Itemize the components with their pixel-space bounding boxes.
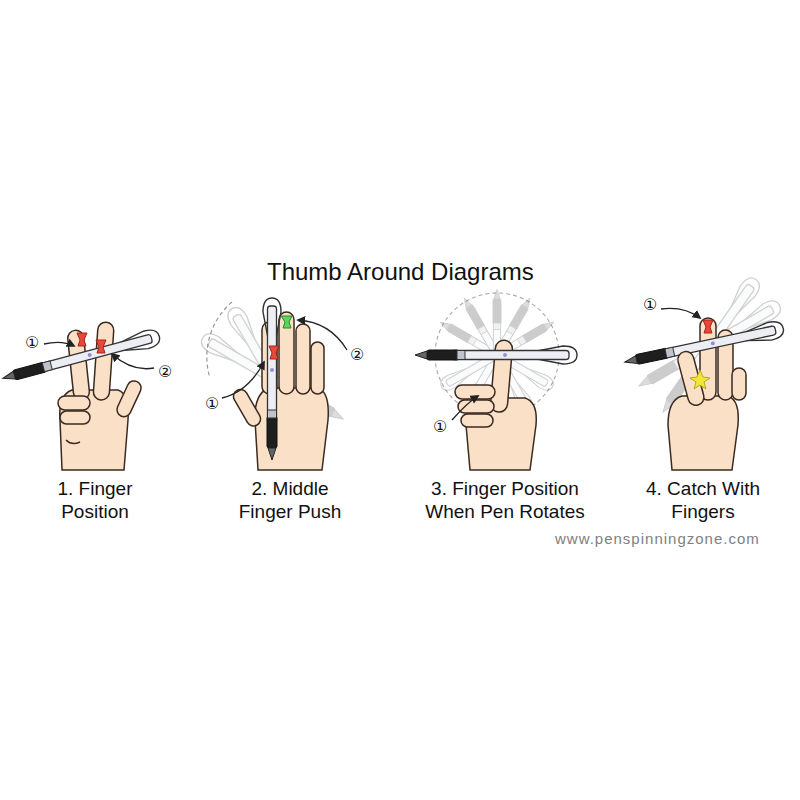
leader-arrow: [661, 308, 700, 318]
callout-number: ②: [158, 364, 172, 380]
hand-panel-2: [311, 342, 324, 394]
step-caption: 4. Catch With Fingers: [633, 478, 773, 524]
finger-marker: [703, 320, 713, 333]
hand-panel-1: [60, 411, 90, 424]
hand-panel-1: [58, 396, 90, 410]
hand-panel-4: [732, 368, 746, 400]
step-caption: 3. Finger Position When Pen Rotates: [405, 478, 605, 524]
diagram-title: Thumb Around Diagrams: [267, 258, 534, 286]
finger-marker: [96, 340, 106, 353]
callout-number: ①: [25, 335, 39, 351]
leader-arrow: [44, 342, 74, 346]
hand-panel-3: [455, 385, 495, 399]
pen: [623, 320, 785, 371]
hand-panel-3: [461, 414, 493, 427]
hand-panel-2: [279, 312, 294, 394]
finger-marker: [690, 320, 713, 389]
pen: [0, 328, 161, 387]
callout-number: ①: [205, 396, 219, 412]
hand-panel-2: [255, 388, 328, 470]
leader-arrow: [298, 320, 347, 350]
hand-panel-1: [115, 379, 144, 419]
finger-marker: [690, 370, 710, 389]
callout-number: ①: [643, 297, 657, 313]
hand-panel-4: [668, 396, 738, 470]
finger-marker: [77, 333, 106, 353]
leader-arrow: [44, 342, 154, 368]
leader-arrow: [222, 320, 347, 398]
finger-marker: [281, 316, 292, 328]
pen: [415, 346, 577, 364]
hand-panel-3: [458, 400, 494, 413]
finger-marker: [77, 333, 87, 346]
pen: [263, 298, 281, 460]
finger-marker: [269, 316, 292, 359]
step-caption: 1. Finger Position: [39, 478, 151, 524]
hand-panel-2: [231, 312, 328, 470]
callout-number: ②: [350, 347, 364, 363]
hand-panel-1: [93, 322, 114, 401]
callout-number: ①: [433, 419, 447, 435]
step-caption: 2. Middle Finger Push: [229, 478, 351, 524]
finger-marker: [269, 346, 279, 359]
hand-panel-1: [66, 440, 80, 444]
hand-panel-2: [296, 324, 310, 394]
leader-arrow: [112, 354, 154, 369]
leader-arrow: [452, 396, 478, 420]
watermark: www.penspinningzone.com: [555, 530, 760, 547]
leader-arrow: [222, 362, 264, 398]
